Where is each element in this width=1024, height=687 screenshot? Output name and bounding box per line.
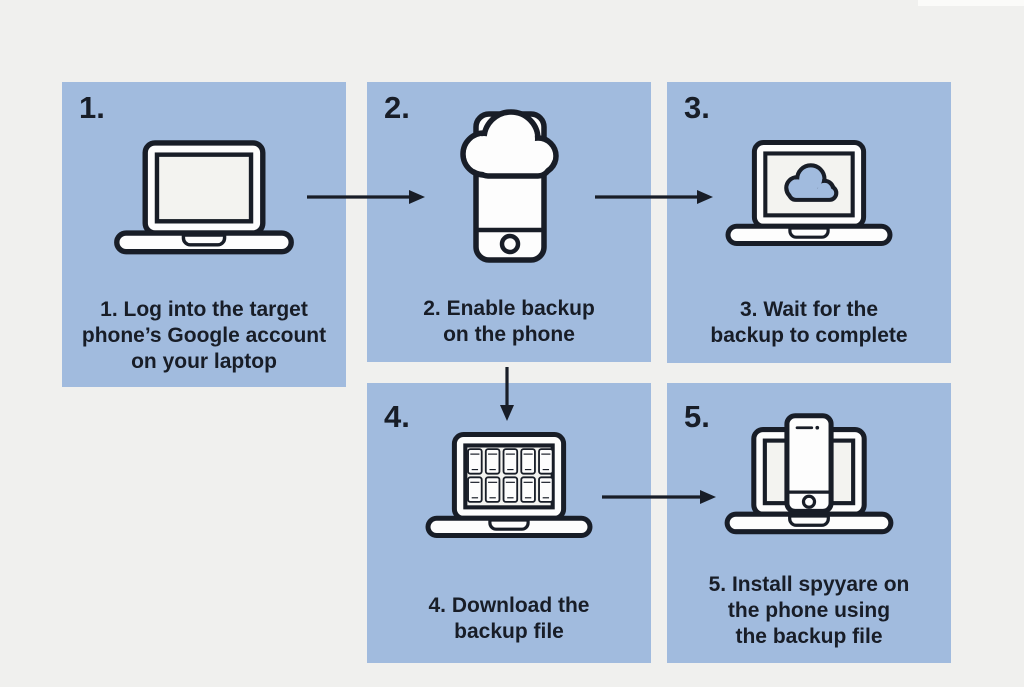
- caption-line: 1. Log into the target: [100, 298, 308, 321]
- caption-line: phone’s Google account: [81, 324, 327, 347]
- step-3-number: 3.: [684, 90, 710, 125]
- caption-line: 5. Install spyyare on: [708, 573, 910, 596]
- step-2-caption: 2. Enable backup on the phone: [367, 296, 651, 348]
- step-5-caption: 5. Install spyyare on the phone using th…: [667, 572, 951, 650]
- laptop-cloud-icon: [725, 140, 893, 247]
- step-1-caption: 1. Log into the target phone’s Google ac…: [62, 297, 346, 375]
- caption-line: the phone using: [727, 599, 891, 622]
- laptop-icon: [114, 140, 294, 255]
- step-4-number: 4.: [384, 399, 410, 434]
- step-1-number: 1.: [79, 90, 105, 125]
- caption-line: the backup file: [735, 625, 883, 648]
- arrow-step4-to-step5-icon: [602, 490, 716, 504]
- caption-line: 3. Wait for the: [739, 298, 879, 321]
- caption-line: backup file: [454, 620, 564, 643]
- phone-cloud-backup-icon: [460, 109, 559, 263]
- caption-line: 2. Enable backup: [423, 297, 595, 320]
- arrow-step1-to-step2-icon: [307, 190, 425, 204]
- arrow-step2-to-step3-icon: [595, 190, 713, 204]
- step-4-caption: 4. Download the backup file: [367, 593, 651, 645]
- step-3-caption: 3. Wait for the backup to complete: [667, 297, 951, 349]
- step-5-number: 5.: [684, 399, 710, 434]
- step-4-card: 4. 4. Download the backup file: [367, 383, 651, 663]
- laptop-phone-install-icon: [724, 413, 894, 535]
- caption-line: 4. Download the: [428, 594, 590, 617]
- step-1-card: 1. 1. Log into the target phone’s Google…: [62, 82, 346, 387]
- step-2-number: 2.: [384, 90, 410, 125]
- top-right-strip: [918, 0, 1024, 6]
- step-2-card: 2. 2. Enable backup on the phon: [367, 82, 651, 362]
- caption-line: on the phone: [443, 323, 575, 346]
- step-3-card: 3. 3. Wait for the backup to co: [667, 82, 951, 363]
- arrow-step2-to-step4-icon: [500, 367, 514, 421]
- caption-line: backup to complete: [710, 324, 908, 347]
- step-5-card: 5. 5. Install spyyare on the phone using…: [667, 383, 951, 663]
- laptop-phone-grid-icon: [425, 432, 593, 539]
- caption-line: on your laptop: [131, 350, 277, 373]
